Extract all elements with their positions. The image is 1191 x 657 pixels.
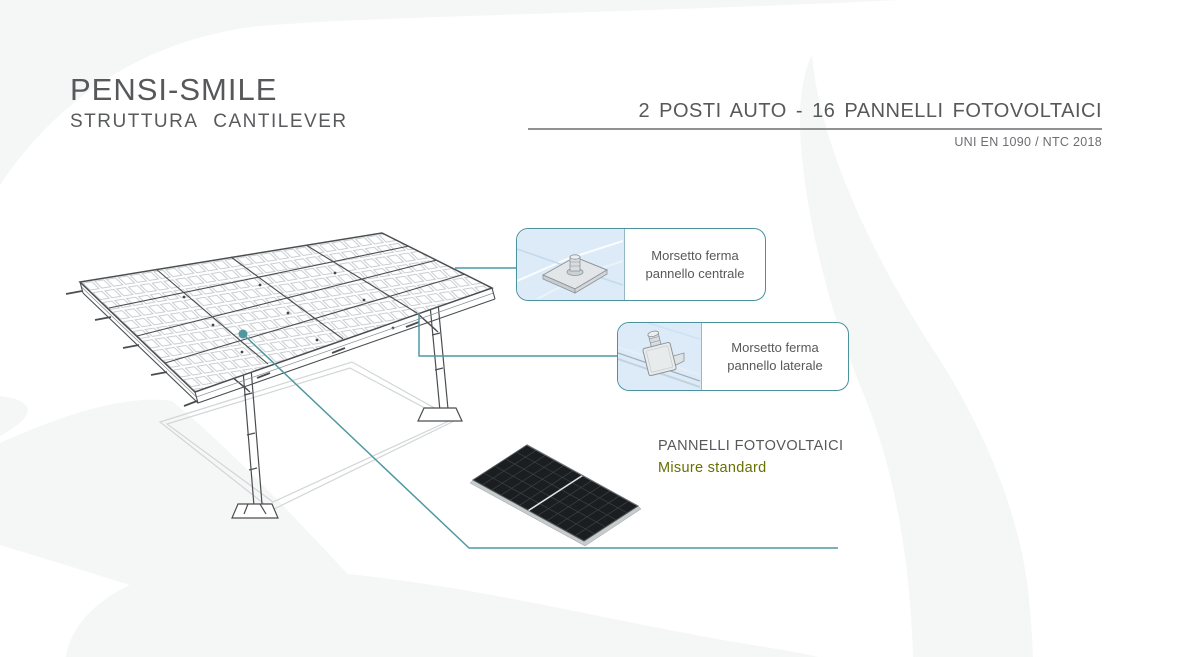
panel-note: PANNELLI FOTOVOLTAICI Misure standard [658,438,843,476]
callout-central-clamp: Morsetto ferma pannello centrale [516,228,766,301]
callout-central-line1: Morsetto ferma [651,247,739,263]
spec-title: 2 POSTI AUTO - 16 PANNELLI FOTOVOLTAICI [528,100,1102,130]
clamp-central-icon [517,240,623,299]
watermark-bottom-blob [66,566,818,657]
watermark-left-wedge [0,396,28,436]
watermark-right-band [800,55,1033,657]
callout-lateral-clamp: Morsetto ferma pannello laterale [617,322,849,391]
product-name: PENSI-SMILE [70,72,278,107]
callout-lateral-line1: Morsetto ferma [731,339,819,355]
callout-central-icon-zone [517,229,625,300]
product-type: STRUTTURA CANTILEVER [70,110,348,132]
callout-lateral-label: Morsetto ferma pannello laterale [702,323,848,390]
callout-lateral-icon-zone [618,323,702,390]
pv-panel-illustration [469,444,642,547]
panel-note-title: PANNELLI FOTOVOLTAICI [658,438,844,454]
watermark-top-band [0,0,900,185]
callout-central-line2: pannello centrale [645,265,745,281]
callout-central-label: Morsetto ferma pannello centrale [625,229,765,300]
title-block: PENSI-SMILE STRUTTURA CANTILEVER [70,72,348,133]
carport-isometric-drawing [65,232,496,519]
panel-note-subtitle: Misure standard [658,460,767,476]
callout-lateral-line2: pannello laterale [727,357,823,373]
clamp-lateral-icon [618,323,700,388]
spec-block: 2 POSTI AUTO - 16 PANNELLI FOTOVOLTAICI … [528,100,1102,149]
panel-array [65,232,496,407]
spec-standards: UNI EN 1090 / NTC 2018 [954,135,1102,149]
